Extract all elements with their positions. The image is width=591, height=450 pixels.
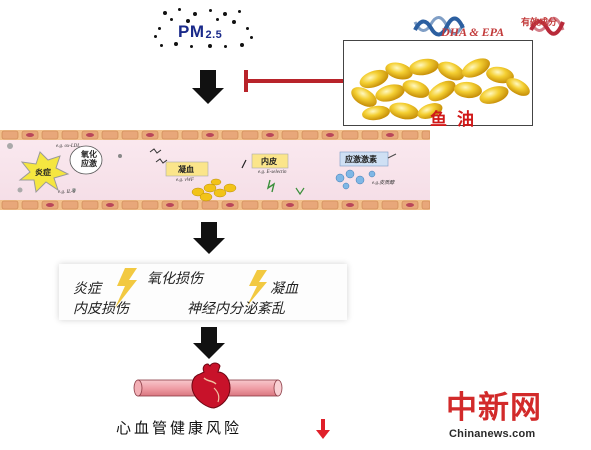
cortisol-note: e.g.皮质醇 xyxy=(372,181,395,186)
down-arrow-1 xyxy=(192,70,224,104)
active-ingredient-title: 有效成分 xyxy=(520,18,557,28)
fish-oil-label: 鱼油 xyxy=(430,110,484,130)
oxldl-note: e.g. ox-LDL xyxy=(56,144,81,149)
pm-sub: 2.5 xyxy=(205,29,223,41)
down-arrow-2 xyxy=(193,222,225,254)
il6-note: e.g. IL-6 xyxy=(58,190,76,195)
watermark-english: Chinanews.com xyxy=(449,428,536,440)
effect-oxidative-damage: 氧化损伤 xyxy=(147,272,203,287)
heart-vessel-icon xyxy=(133,362,283,409)
endothelium-label: 内皮 xyxy=(261,157,277,166)
oxidation-label: 氧化 应激 xyxy=(81,150,97,168)
pm-particles xyxy=(150,8,260,50)
health-effects-panel: 炎症 氧化损伤 凝血 内皮损伤 神经内分泌紊乱 xyxy=(59,264,347,320)
inhibition-line-icon xyxy=(248,79,343,83)
dna-helix-icon xyxy=(413,16,565,37)
coagulation-label: 凝血 xyxy=(178,165,194,174)
lightning-bolt-icon xyxy=(115,268,267,308)
effect-endothelial-damage: 内皮损伤 xyxy=(73,302,129,317)
effect-coagulation: 凝血 xyxy=(270,282,298,297)
pm-main: PM xyxy=(178,22,205,41)
down-arrow-3 xyxy=(193,327,225,359)
blood-vessel: 氧化 应激 炎症 e.g. ox-LDL e.g. IL-6 凝血 e.g. v… xyxy=(0,130,430,210)
cardiovascular-risk-label: 心血管健康风险 xyxy=(116,419,243,437)
inhibition-bar-icon xyxy=(244,70,248,92)
effect-inflammation: 炎症 xyxy=(73,282,101,297)
pm25-label: PM2.5 xyxy=(178,22,222,42)
stress-hormone-label: 应激激素 xyxy=(345,155,377,164)
blood-vessel-icon xyxy=(0,130,430,210)
heart-icon xyxy=(191,362,231,409)
watermark-chinese: 中新网 xyxy=(446,390,542,426)
dha-epa-label: DHA & EPA xyxy=(441,25,505,39)
risk-down-arrow-icon xyxy=(316,419,330,439)
eselectin-note: e.g. E-selectin xyxy=(258,170,287,175)
fish-oil-capsules-icon xyxy=(351,58,530,121)
effect-neuroendocrine-disorder: 神经内分泌紊乱 xyxy=(187,302,285,317)
vwf-note: e.g. vWF xyxy=(176,178,194,183)
fish-oil-panel xyxy=(343,40,533,126)
inflammation-label: 炎症 xyxy=(35,168,51,177)
